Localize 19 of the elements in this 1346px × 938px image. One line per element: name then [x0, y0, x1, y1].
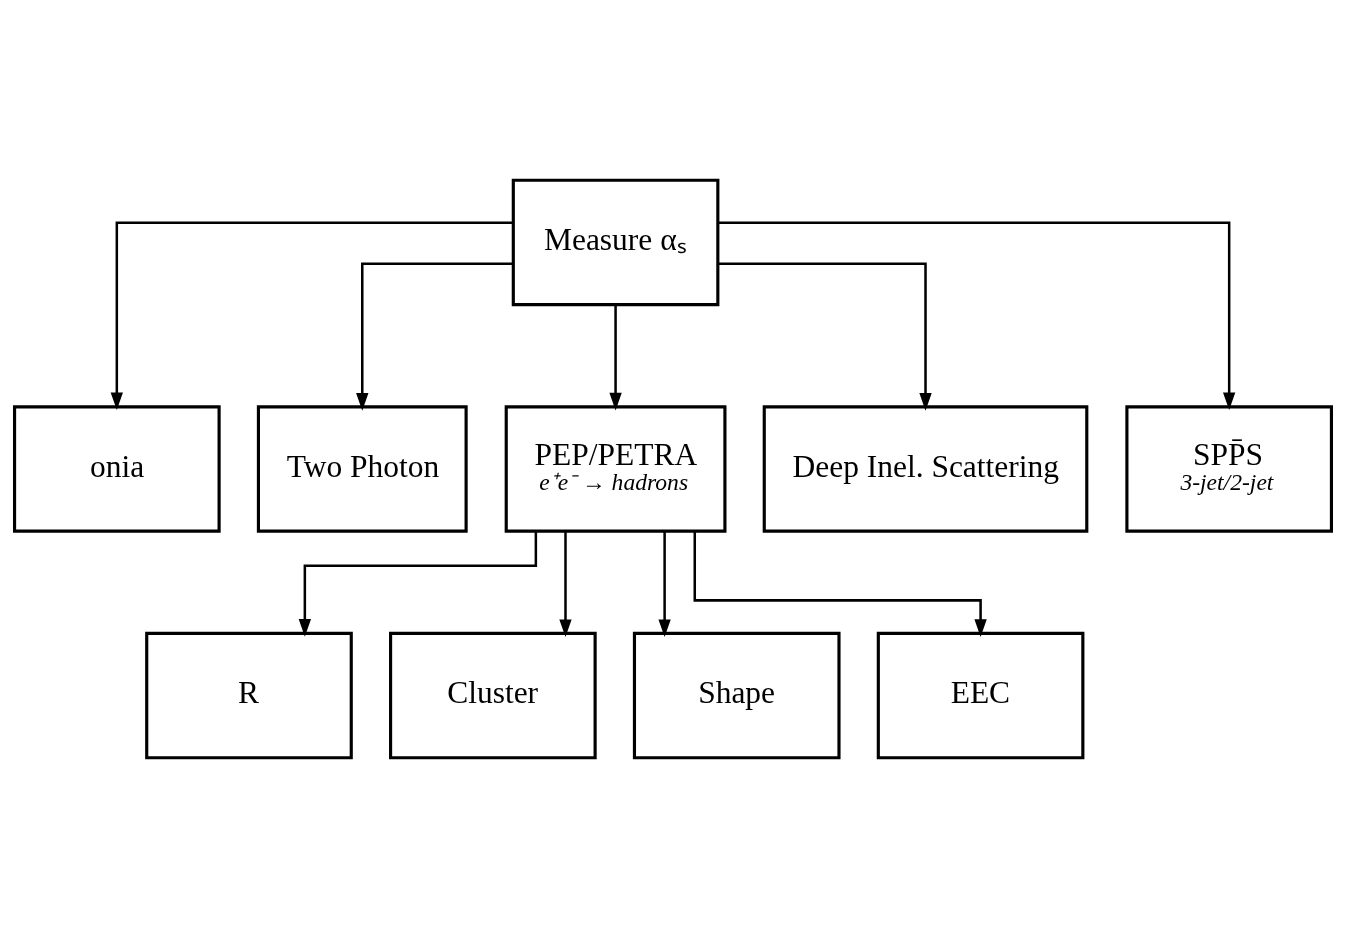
- node-box: Cluster: [389, 631, 597, 760]
- arrow: [298, 531, 538, 637]
- node-box: EEC: [876, 631, 1085, 760]
- arrow: [718, 221, 1236, 411]
- arrow: [110, 221, 513, 411]
- node-box: SPP̄S 3-jet/2-jet: [1125, 405, 1333, 533]
- node-box: Measure αₛ: [511, 178, 720, 307]
- arrow: [609, 304, 622, 411]
- node-box: Two Photon: [256, 405, 468, 533]
- node-box: PEP/PETRA e⁺e⁻ → hadrons: [504, 405, 727, 533]
- arrow: [658, 531, 671, 638]
- node-box: onia: [13, 405, 221, 533]
- node-box: R: [145, 631, 353, 760]
- arrow: [693, 531, 987, 637]
- node-box: Deep Inel. Scattering: [762, 405, 1089, 533]
- arrow: [717, 262, 932, 411]
- node-box: Shape: [632, 631, 841, 760]
- arrow: [559, 531, 572, 638]
- arrow: [356, 262, 514, 411]
